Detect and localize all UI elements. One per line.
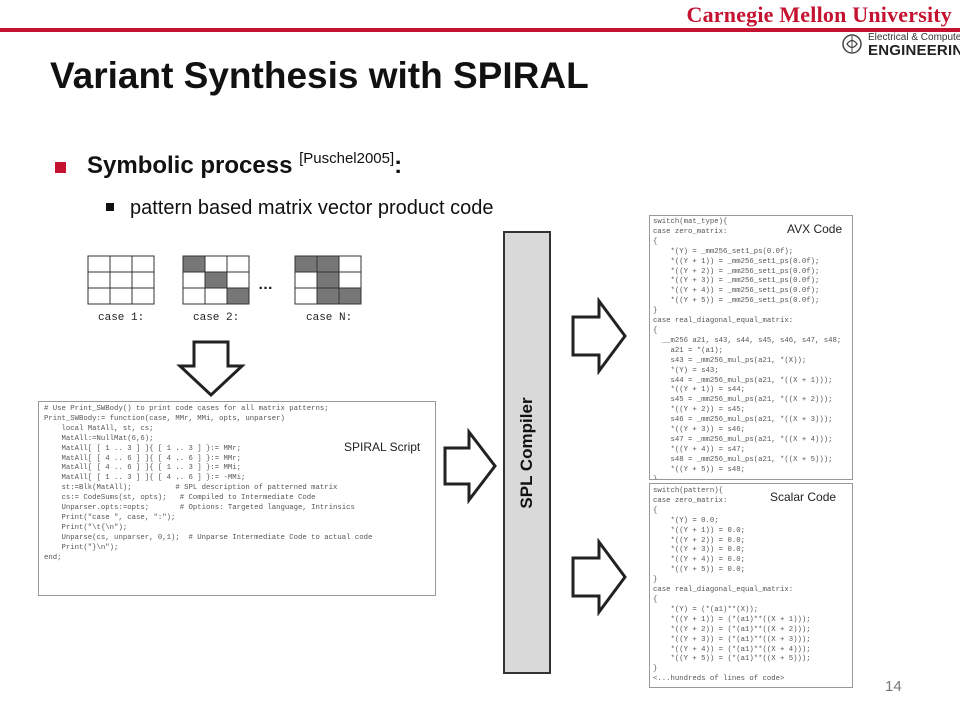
avx-code: switch(mat_type){ case zero_matrix: { *(… (653, 218, 842, 480)
citation: [Puschel2005] (299, 150, 395, 167)
pattern-ellipsis: … (258, 276, 273, 293)
pattern-label-case1: case 1: (98, 312, 145, 324)
avx-code-label: AVX Code (787, 222, 843, 236)
pattern-label-caseN: case N: (306, 312, 353, 324)
sub-bullet-square-icon (106, 203, 114, 211)
spiral-script-code: # Use Print_SWBody() to print code cases… (44, 405, 373, 562)
spiral-script-label: SPIRAL Script (344, 440, 421, 454)
avx-code-box: switch(mat_type){ case zero_matrix: { *(… (649, 215, 853, 480)
pattern-label-case2: case 2: (193, 312, 240, 324)
bullet-symbolic-process: Symbolic process [Puschel2005]: (87, 150, 403, 180)
scalar-code-label: Scalar Code (770, 490, 837, 504)
right-arrow-icon (443, 428, 497, 504)
slide-title: Variant Synthesis with SPIRAL (50, 55, 589, 96)
scalar-code-box: switch(pattern){ case zero_matrix: { *(Y… (649, 483, 853, 688)
spiral-script-box: # Use Print_SWBody() to print code cases… (38, 401, 436, 596)
bullet-suffix: : (394, 152, 403, 179)
header-rule (0, 28, 960, 32)
bullet-square-icon (55, 162, 66, 173)
department-line1: Electrical & Computer (868, 32, 960, 43)
sub-bullet-pattern: pattern based matrix vector product code (130, 197, 494, 219)
department-line2: ENGINEERING (868, 42, 960, 59)
pattern-grid-case2 (182, 255, 250, 305)
right-arrow-icon (571, 297, 627, 375)
spl-compiler-label: SPL Compiler (517, 396, 536, 509)
scalar-code: switch(pattern){ case zero_matrix: { *(Y… (653, 487, 811, 684)
university-logo-text: Carnegie Mellon University (686, 2, 952, 27)
bullet-text: Symbolic process (87, 152, 300, 179)
matrix-patterns (87, 255, 362, 305)
seal-icon (842, 34, 862, 54)
down-arrow-icon (176, 340, 246, 398)
right-arrow-icon (571, 538, 627, 616)
pattern-grid-caseN (294, 255, 362, 305)
spl-compiler-bar: SPL Compiler (503, 231, 551, 674)
page-number: 14 (885, 678, 902, 695)
pattern-grid-case1 (87, 255, 155, 305)
